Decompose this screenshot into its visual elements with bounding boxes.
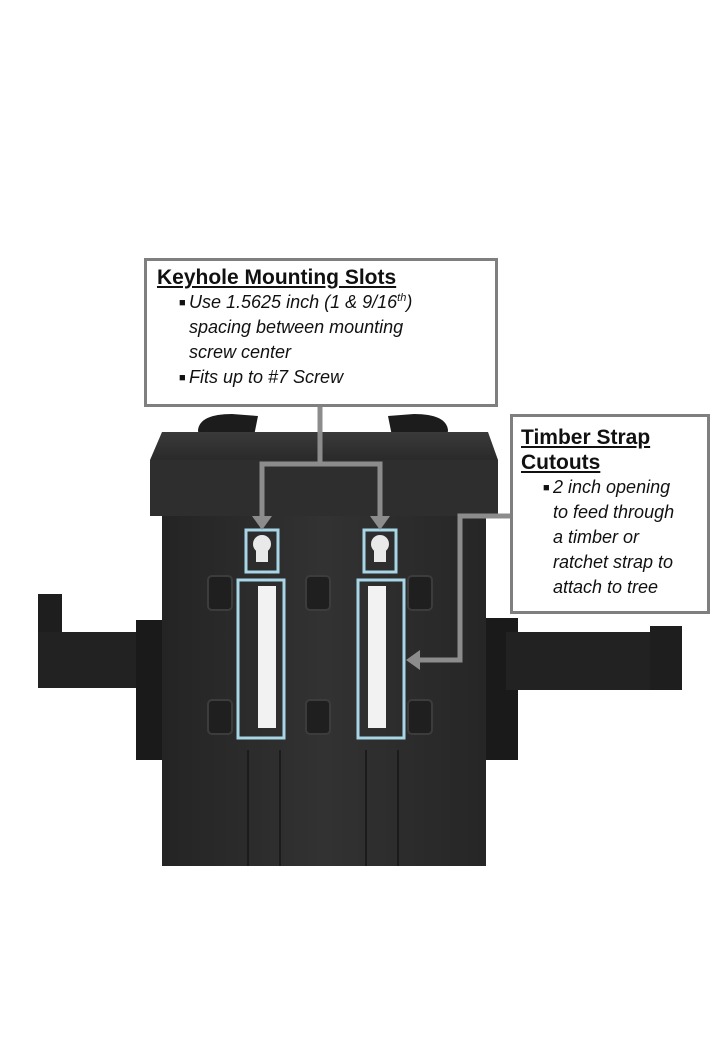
keyhole-callout-title: Keyhole Mounting Slots xyxy=(157,266,397,289)
timber-callout: Timber Strap Cutouts ■2 inch opening to … xyxy=(510,414,710,614)
keyhole-bullet-spacing: ■Use 1.5625 inch (1 & 9/16th) xyxy=(179,290,485,315)
keyhole-bullet-spacing-line2: spacing between mounting xyxy=(189,317,404,337)
timber-callout-title-line1: Timber Strap xyxy=(521,426,651,449)
body-square-details xyxy=(207,575,433,735)
timber-line-1: ■2 inch opening xyxy=(543,475,699,500)
right-keyhole-arrowhead xyxy=(370,516,390,530)
timber-line-2: to feed through xyxy=(553,502,675,522)
keyhole-bullet-screw: ■Fits up to #7 Screw xyxy=(179,365,485,390)
left-strap-cutout xyxy=(236,578,286,740)
timber-callout-title-line2: Cutouts xyxy=(521,451,601,474)
keyhole-callout: Keyhole Mounting Slots ■Use 1.5625 inch … xyxy=(144,258,498,407)
mount-body xyxy=(150,432,498,866)
keyhole-bullet-spacing-line3: screw center xyxy=(189,342,292,362)
bullet-square-icon: ■ xyxy=(543,482,550,494)
timber-bullet-list: ■2 inch opening to feed through a timber… xyxy=(543,475,699,600)
bullet-square-icon: ■ xyxy=(179,372,186,384)
timber-line-4: ratchet strap to xyxy=(553,552,674,572)
timber-arrowhead xyxy=(406,650,420,670)
timber-line-3: a timber or xyxy=(553,527,640,547)
keyhole-callout-arrows xyxy=(259,406,383,520)
right-strap-cutout xyxy=(356,578,406,740)
left-arm-bracket xyxy=(38,594,166,760)
bullet-square-icon: ■ xyxy=(179,297,186,309)
keyhole-bullet-list: ■Use 1.5625 inch (1 & 9/16th) spacing be… xyxy=(179,290,485,390)
right-arm-bracket xyxy=(482,618,682,760)
right-keyhole xyxy=(362,528,398,574)
timber-callout-arrow xyxy=(418,513,510,663)
left-keyhole-arrowhead xyxy=(252,516,272,530)
timber-line-5: attach to tree xyxy=(553,577,659,597)
